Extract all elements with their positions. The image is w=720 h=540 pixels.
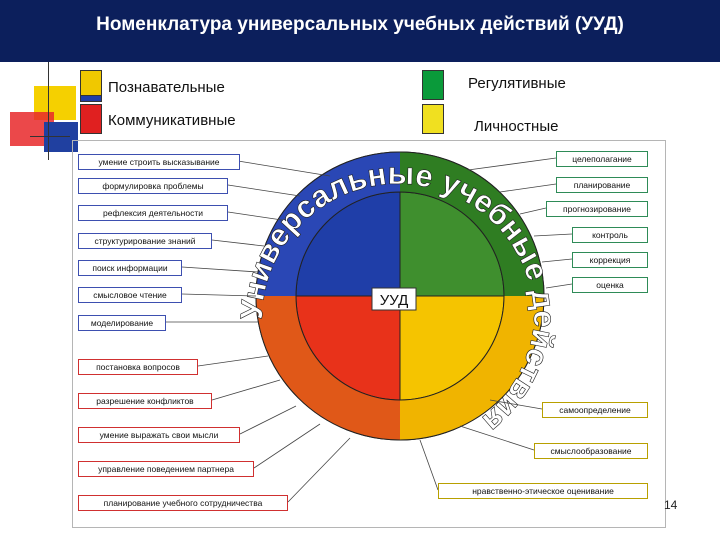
right-item-box: коррекция bbox=[572, 252, 648, 268]
left-connectors bbox=[166, 160, 351, 503]
right-item-box: нравственно-этическое оценивание bbox=[438, 483, 648, 499]
legend-label-communicative: Коммуникативные bbox=[108, 112, 236, 129]
ring-band-blue bbox=[256, 152, 400, 296]
right-item-box: смыслообразование bbox=[534, 443, 648, 459]
ring-band-red bbox=[256, 296, 400, 440]
legend-swatch-communicative bbox=[80, 104, 102, 134]
legend-label-regulatory: Регулятивные bbox=[468, 75, 566, 92]
right-item-box: оценка bbox=[572, 277, 648, 293]
page-number: 14 bbox=[664, 498, 678, 512]
left-item-box: постановка вопросов bbox=[78, 359, 198, 375]
center-label: УУД bbox=[380, 292, 409, 309]
left-item-box: формулировка проблемы bbox=[78, 178, 228, 194]
ring-band-yellow bbox=[400, 296, 544, 440]
title-bar bbox=[0, 0, 720, 62]
left-item-box: поиск информации bbox=[78, 260, 182, 276]
ring-band-green bbox=[400, 152, 544, 296]
left-item-box: структурирование знаний bbox=[78, 233, 212, 249]
left-item-box: рефлексия деятельности bbox=[78, 205, 228, 221]
legend-swatch-personal bbox=[422, 104, 444, 134]
decor-vertical-line bbox=[48, 62, 49, 160]
left-item-box: управление поведением партнера bbox=[78, 461, 254, 477]
center-label-box bbox=[371, 287, 417, 311]
page-title: Номенклатура универсальных учебных дейст… bbox=[96, 14, 624, 35]
legend-swatch-regulatory bbox=[422, 70, 444, 100]
decor-horizontal-line bbox=[30, 136, 70, 137]
right-item-box: самоопределение bbox=[542, 402, 648, 418]
right-item-box: контроль bbox=[572, 227, 648, 243]
right-item-box: целеполагание bbox=[556, 151, 648, 167]
right-item-box: прогнозирование bbox=[546, 201, 648, 217]
legend-label-personal: Личностные bbox=[474, 118, 559, 135]
left-item-box: планирование учебного сотрудничества bbox=[78, 495, 288, 511]
left-item-box: смысловое чтение bbox=[78, 287, 182, 303]
right-connectors bbox=[419, 157, 573, 491]
left-item-box: моделирование bbox=[78, 315, 166, 331]
diagram-frame bbox=[72, 140, 666, 528]
right-item-box: планирование bbox=[556, 177, 648, 193]
legend-label-cognitive: Познавательные bbox=[108, 79, 225, 96]
left-item-box: умение строить высказывание bbox=[78, 154, 240, 170]
left-item-box: умение выражать свои мысли bbox=[78, 427, 240, 443]
legend-swatch-cognitive-top bbox=[80, 70, 102, 96]
left-item-box: разрешение конфликтов bbox=[78, 393, 212, 409]
